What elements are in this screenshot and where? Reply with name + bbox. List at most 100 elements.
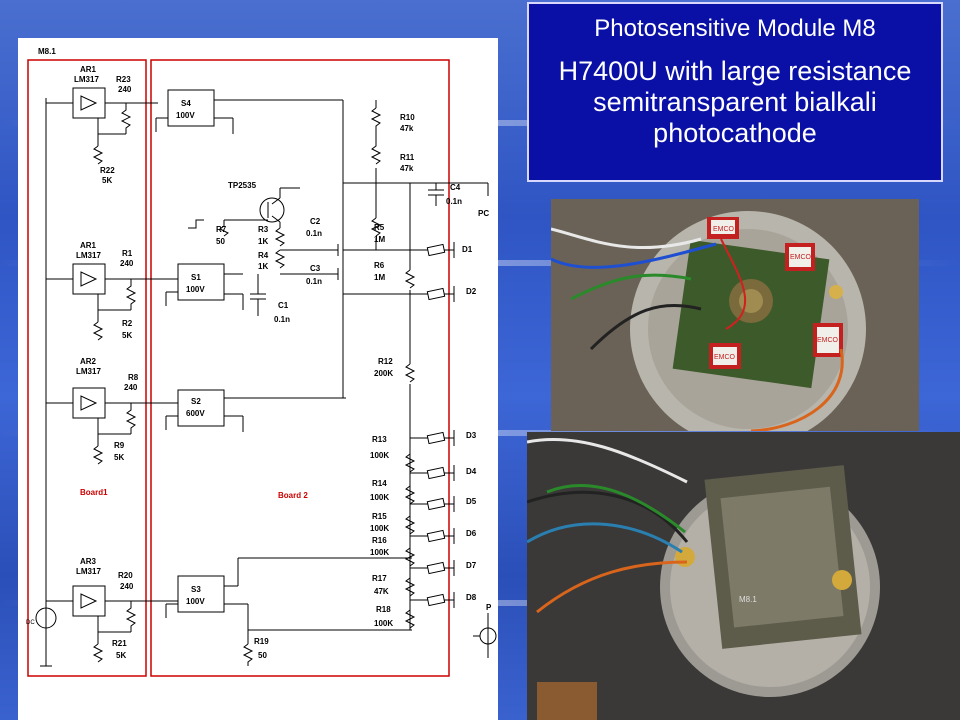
regulator-part: LM317 [74, 75, 99, 84]
module-photo-bottom-drawing: M8.1 [527, 432, 960, 720]
resistor-label: R16 [372, 536, 387, 545]
resistor-value: 5K [114, 453, 124, 462]
resistor-label: R14 [372, 479, 387, 488]
resistor-value: 47k [400, 124, 414, 133]
chip-label: EMCO [713, 226, 735, 233]
resistor-label: R11 [400, 153, 415, 162]
capacitor-label: C1 [278, 301, 289, 310]
title-box: Photosensitive Module M8 H7400U with lar… [527, 2, 943, 182]
dynode-label: D8 [466, 593, 477, 602]
supply-voltage: 600V [186, 409, 205, 418]
resistor-value: 50 [216, 237, 225, 246]
supply-name: S2 [191, 397, 201, 406]
resistor-value: 240 [118, 85, 132, 94]
module-photo-top-drawing: EMCO EMCO EMCO EMCO [551, 199, 919, 431]
board1-label: Board1 [80, 488, 108, 497]
regulator-part: LM317 [76, 367, 101, 376]
resistor-label: R12 [378, 357, 393, 366]
supply-voltage: 100V [186, 285, 205, 294]
supply-name: S3 [191, 585, 201, 594]
resistor-label: R19 [254, 637, 269, 646]
board1-outline [27, 59, 147, 677]
anode-label: P [486, 603, 492, 612]
dynode-label: D4 [466, 467, 477, 476]
resistor-value: 47k [400, 164, 414, 173]
supply-s2 [165, 389, 346, 432]
resistor-label: R3 [258, 225, 269, 234]
regulator-2 [46, 263, 178, 341]
resistor-value: 240 [124, 383, 138, 392]
supply-voltage: 100V [176, 111, 195, 120]
resistor-label: R1 [122, 249, 133, 258]
resistor-value: 5K [122, 331, 132, 340]
resistor-label: R23 [116, 75, 131, 84]
chip-label: EMCO [790, 254, 812, 261]
resistor-label: R10 [400, 113, 415, 122]
capacitor-value: 0.1n [306, 277, 322, 286]
module-photo-bottom: M8.1 [527, 432, 960, 720]
photocathode-label: PC [478, 209, 489, 218]
capacitor-label: C2 [310, 217, 321, 226]
dynode-label: D5 [466, 497, 477, 506]
resistor-value: 1K [258, 237, 268, 246]
resistor-value: 50 [258, 651, 267, 660]
schematic-drawing: M8.1 Board1 Board 2 AR1 LM317 R23 240 R2… [26, 47, 497, 677]
regulator-1 [46, 87, 158, 165]
resistor-value: 100K [370, 451, 389, 460]
board2-label: Board 2 [278, 491, 308, 500]
resistor-value: 5K [116, 651, 126, 660]
regulator-part: LM317 [76, 251, 101, 260]
dynode-connectors [410, 242, 455, 608]
board2-outline [150, 59, 450, 677]
resistor-label: R15 [372, 512, 387, 521]
resistor-label: R18 [376, 605, 391, 614]
resistor-value: 200K [374, 369, 393, 378]
circuit-schematic: M8.1 Board1 Board 2 AR1 LM317 R23 240 R2… [18, 38, 498, 720]
regulator-name: AR2 [80, 357, 97, 366]
resistor-label: R17 [372, 574, 387, 583]
transistor-label: TP2535 [228, 181, 257, 190]
dynode-label: D2 [466, 287, 477, 296]
supply-s3 [165, 557, 412, 644]
source-label: DC [26, 620, 35, 626]
slide-title: Photosensitive Module M8 [594, 15, 876, 42]
resistor-label: R7 [216, 225, 227, 234]
resistor-label: R22 [100, 166, 115, 175]
resistor-label: R9 [114, 441, 125, 450]
dynode-label: D1 [462, 245, 473, 254]
resistor-label: R8 [128, 373, 139, 382]
resistor-label: R4 [258, 251, 269, 260]
resistor-label: R6 [374, 261, 385, 270]
regulator-name: AR3 [80, 557, 97, 566]
resistor-label: R13 [372, 435, 387, 444]
resistor-value: 100K [370, 493, 389, 502]
resistor-value: 1K [258, 262, 268, 271]
regulator-name: AR1 [80, 65, 97, 74]
resistor-label: R5 [374, 223, 385, 232]
resistor-value: 240 [120, 259, 134, 268]
supply-s1 [165, 263, 244, 310]
supply-name: S1 [191, 273, 201, 282]
sheet-label: M8.1 [38, 47, 56, 56]
capacitor-label: C4 [450, 183, 461, 192]
board-label: M8.1 [739, 595, 757, 604]
resistor-label: R2 [122, 319, 133, 328]
resistor-value: 100K [370, 524, 389, 533]
transistor-symbol [259, 197, 285, 223]
resistor-value: 100K [374, 619, 393, 628]
supply-s4 [155, 89, 343, 134]
dynode-label: D6 [466, 529, 477, 538]
resistor-value: 1M [374, 235, 385, 244]
resistor-value: 5K [102, 176, 112, 185]
supply-voltage: 100V [186, 597, 205, 606]
chip-label: EMCO [714, 354, 736, 361]
regulator-name: AR1 [80, 241, 97, 250]
resistor-value: 100K [370, 548, 389, 557]
regulator-3 [46, 387, 178, 465]
supply-name: S4 [181, 99, 191, 108]
dynode-label: D3 [466, 431, 477, 440]
resistor-value: 1M [374, 273, 385, 282]
capacitor-label: C3 [310, 264, 321, 273]
capacitor-value: 0.1n [274, 315, 290, 324]
capacitor-value: 0.1n [446, 197, 462, 206]
